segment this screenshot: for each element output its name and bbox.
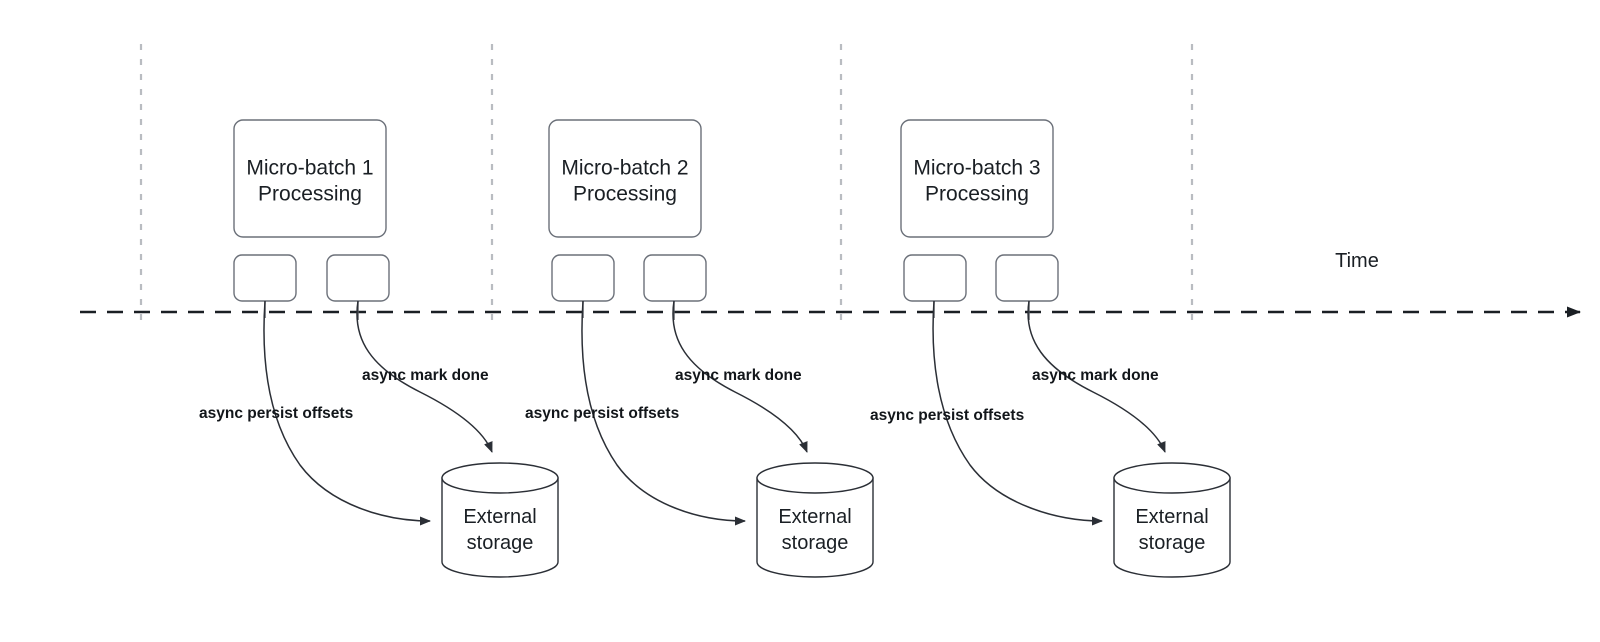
async-mark-done-arrow (356, 300, 493, 453)
storage-label-line1: External (463, 506, 536, 528)
micro-batch-node[interactable]: Micro-batch 3 Processing (900, 119, 1054, 238)
micro-batch-node[interactable]: Micro-batch 1 Processing (233, 119, 387, 238)
micro-batch-box[interactable] (900, 119, 1054, 238)
async-persist-offsets-arrow (932, 300, 1103, 526)
micro-batch-box[interactable] (233, 119, 387, 238)
micro-batch-label-line1: Micro-batch 1 (246, 157, 373, 180)
async-persist-offsets-label: async persist offsets (199, 405, 353, 422)
time-axis-label: Time (1335, 250, 1379, 272)
mark-done-task[interactable] (643, 254, 707, 302)
async-persist-offsets-arrow (263, 300, 431, 526)
storage-cylinder-top (1113, 462, 1231, 494)
persist-offsets-task[interactable] (903, 254, 967, 302)
async-mark-done-label: async mark done (675, 367, 802, 384)
storage-cylinder-body[interactable] (1113, 477, 1231, 578)
micro-batch-label-line1: Micro-batch 2 (561, 157, 688, 180)
async-persist-offsets-label: async persist offsets (525, 405, 679, 422)
external-storage-node[interactable]: External storage (441, 462, 559, 578)
micro-batch-label-line1: Micro-batch 3 (913, 157, 1040, 180)
storage-label-line2: storage (1139, 532, 1206, 554)
storage-label-line2: storage (467, 532, 534, 554)
async-mark-done-arrow (672, 300, 808, 453)
storage-label-line2: storage (782, 532, 849, 554)
async-mark-done-label: async mark done (362, 367, 489, 384)
storage-cylinder-body[interactable] (441, 477, 559, 578)
async-mark-done-label: async mark done (1032, 367, 1159, 384)
storage-label-line1: External (1135, 506, 1208, 528)
tick-lines-group (139, 44, 1194, 322)
micro-batch-label-line2: Processing (258, 183, 362, 206)
micro-batch-node[interactable]: Micro-batch 2 Processing (548, 119, 702, 238)
storage-cylinder-top (756, 462, 874, 494)
async-mark-done-arrow (1027, 300, 1166, 453)
persist-offsets-task[interactable] (551, 254, 615, 302)
micro-batch-label-line2: Processing (573, 183, 677, 206)
micro-batch-label-line2: Processing (925, 183, 1029, 206)
persist-offsets-task[interactable] (233, 254, 297, 302)
external-storage-node[interactable]: External storage (756, 462, 874, 578)
external-storage-node[interactable]: External storage (1113, 462, 1231, 578)
storage-cylinder-body[interactable] (756, 477, 874, 578)
storage-label-line1: External (778, 506, 851, 528)
micro-batch-box[interactable] (548, 119, 702, 238)
async-persist-offsets-arrow (581, 300, 746, 526)
mark-done-task[interactable] (995, 254, 1059, 302)
mark-done-task[interactable] (326, 254, 390, 302)
storage-cylinder-top (441, 462, 559, 494)
time-axis-group: Time (80, 250, 1581, 318)
async-persist-offsets-label: async persist offsets (870, 407, 1024, 424)
